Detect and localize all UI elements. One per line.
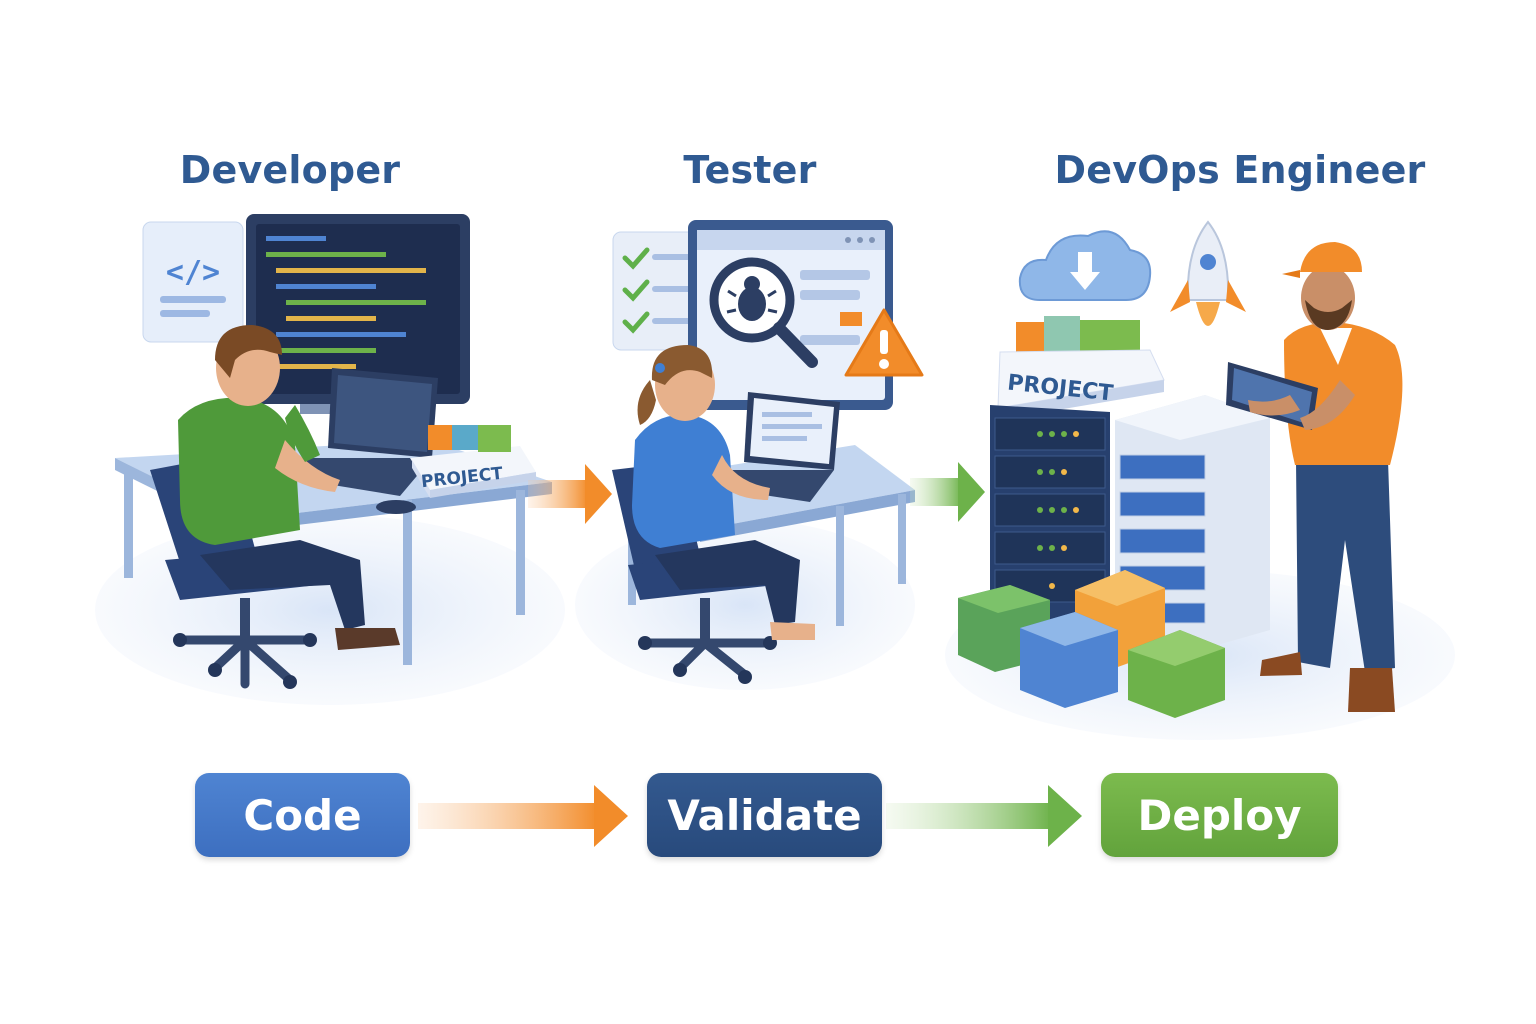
tester-title: Tester — [683, 148, 817, 192]
developer-laptop — [290, 368, 438, 514]
rocket-icon — [1170, 220, 1246, 326]
developer-title: Developer — [179, 148, 401, 192]
warning-icon — [844, 308, 924, 377]
devops-engineer-title: DevOps Engineer — [1054, 148, 1426, 192]
tester-person — [632, 345, 815, 640]
package-cube-icon — [1044, 316, 1080, 354]
cloud-download-icon — [1018, 230, 1152, 301]
deploy-stage-button: Deploy — [1101, 773, 1338, 857]
developer-project-package: PROJECT — [410, 425, 536, 498]
code-icon: </> — [142, 221, 244, 343]
package-cube-icon — [1016, 322, 1044, 354]
developer-floor — [95, 515, 565, 705]
package-cube-icon — [452, 425, 479, 450]
tester-scene — [575, 220, 924, 690]
package-cube-icon — [428, 425, 453, 450]
scene-arrow-dev-to-tester — [528, 464, 612, 524]
code-symbol: </> — [166, 255, 220, 290]
tester-laptop — [718, 392, 840, 502]
stage-arrow-validate-to-deploy — [886, 785, 1082, 847]
stage-arrow-code-to-validate — [418, 785, 628, 847]
mouse — [376, 500, 416, 514]
devops-scene: PROJECT — [945, 220, 1455, 740]
code-stage-button: Code — [195, 773, 410, 857]
validate-stage-button: Validate — [647, 773, 882, 857]
developer-person — [178, 325, 400, 650]
package-cube-icon — [478, 425, 511, 452]
devops-project-package: PROJECT — [997, 316, 1165, 420]
scene-arrow-tester-to-devops — [910, 462, 985, 522]
devops-person — [1226, 242, 1403, 712]
package-cubes — [958, 570, 1225, 718]
magnifier-bug-icon — [709, 257, 818, 368]
developer-monitor — [246, 214, 470, 414]
developer-scene: </> — [95, 214, 565, 705]
server-rack-icon — [990, 405, 1110, 640]
checklist-icon — [612, 231, 706, 351]
